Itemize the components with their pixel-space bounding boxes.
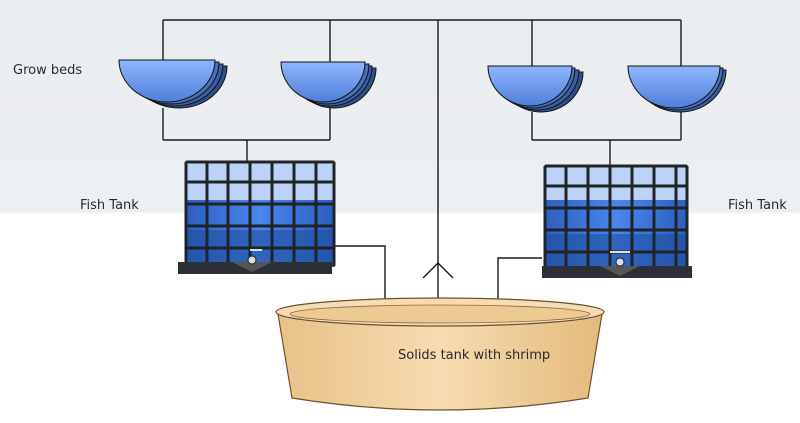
solids-tank (275, 297, 605, 411)
pipe-network (162, 19, 682, 312)
grow-bed-1 (118, 59, 228, 109)
fish-tank-left-label: Fish Tank (80, 198, 139, 213)
fish-tank-right (542, 164, 692, 278)
grow-beds-label: Grow beds (13, 63, 83, 78)
solids-tank-label: Solids tank with shrimp (398, 348, 551, 363)
fish-tank-right-label: Fish Tank (728, 198, 787, 213)
grow-bed-4 (627, 65, 727, 113)
grow-bed-2 (280, 61, 377, 109)
grow-bed-3 (487, 65, 584, 113)
fish-tank-left (178, 160, 336, 274)
